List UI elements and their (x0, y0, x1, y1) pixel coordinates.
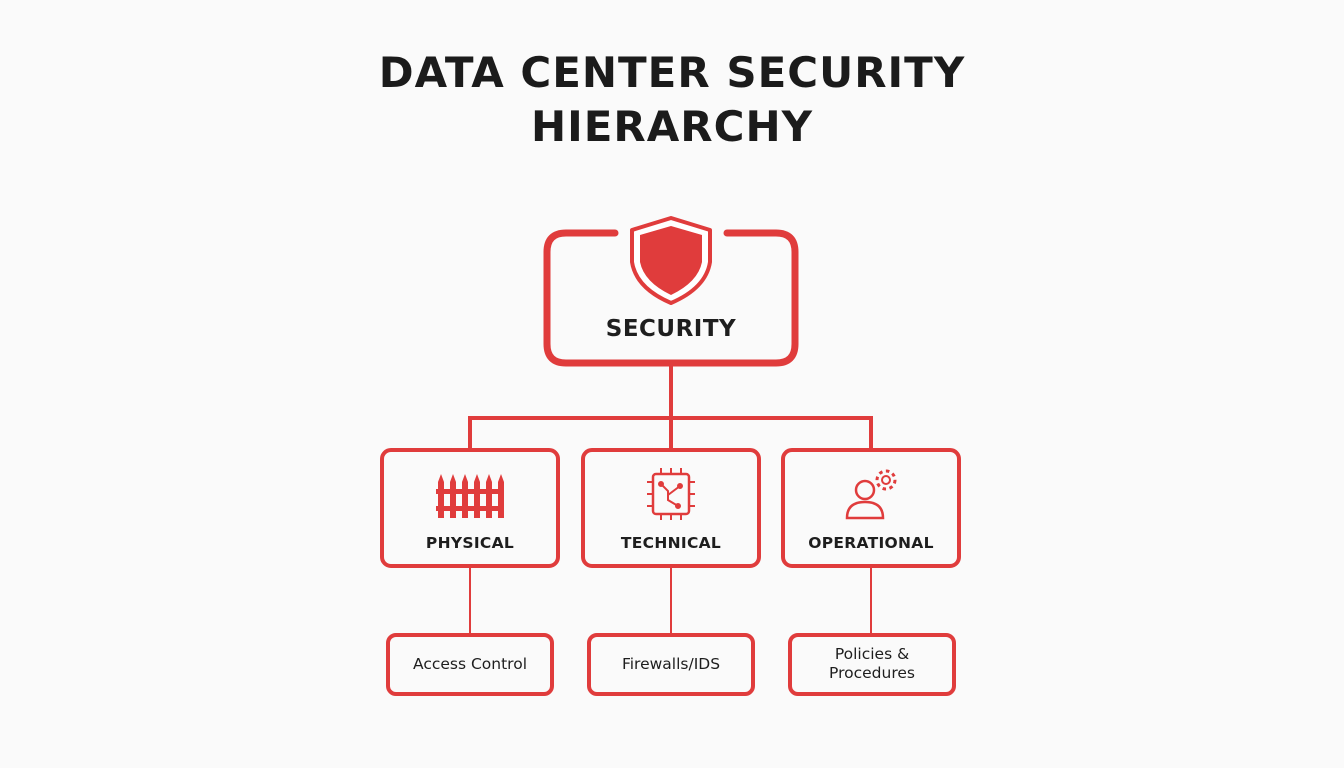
leaf-label-access-control: Access Control (412, 655, 528, 673)
diagram-title: DATA CENTER SECURITY HIERARCHY (0, 46, 1344, 154)
title-line-2: HIERARCHY (530, 102, 814, 151)
category-box-technical (581, 448, 761, 568)
category-label-physical: PHYSICAL (425, 534, 515, 552)
category-label-technical: TECHNICAL (620, 534, 722, 552)
connector-lines (468, 362, 873, 450)
shield-icon (630, 216, 712, 305)
root-box (543, 229, 799, 367)
leaf-connectors (469, 566, 872, 635)
chip-icon (647, 468, 695, 520)
user-gear-icon (845, 469, 897, 520)
leaf-label-firewalls-ids: Firewalls/IDS (621, 655, 721, 673)
root-label: SECURITY (605, 316, 737, 342)
leaf-label-policies-procedures: Policies & Procedures (829, 645, 915, 682)
category-label-operational: OPERATIONAL (808, 534, 934, 552)
branch-connector (468, 416, 873, 450)
category-box-operational (781, 448, 961, 568)
category-box-physical (380, 448, 560, 568)
title-line-1: DATA CENTER SECURITY (378, 48, 966, 97)
leaf-box-technical (587, 633, 755, 696)
leaf-box-operational (788, 633, 956, 696)
fence-icon (436, 474, 504, 518)
leaf-box-physical (386, 633, 554, 696)
